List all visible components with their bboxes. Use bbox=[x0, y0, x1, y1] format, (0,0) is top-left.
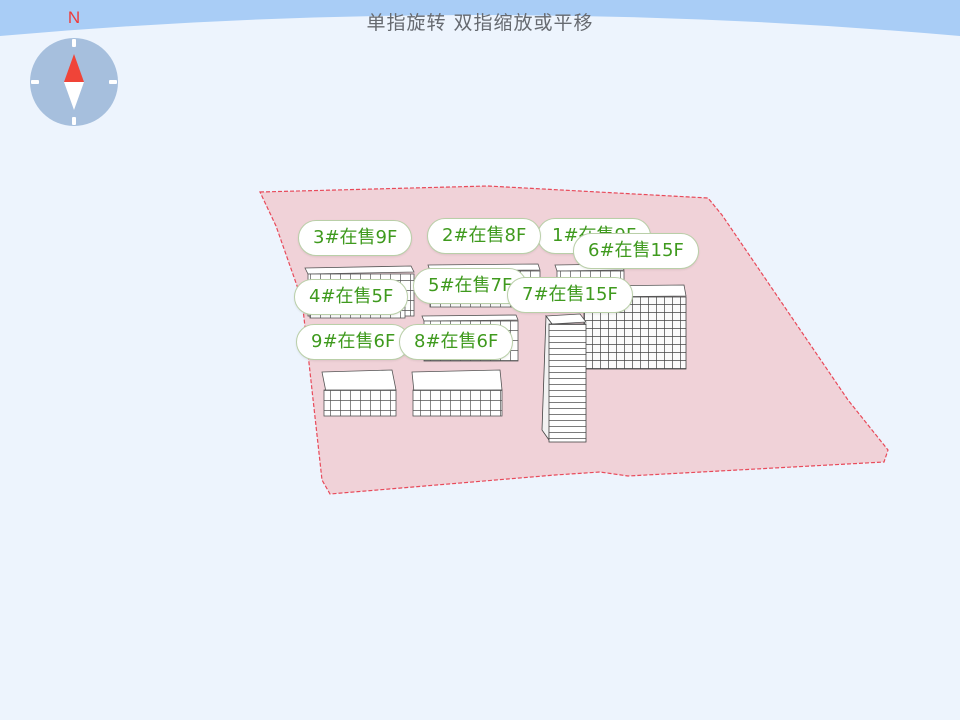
building-label-4[interactable]: 4#在售5F bbox=[294, 279, 409, 315]
building-7[interactable] bbox=[541, 313, 587, 443]
sky-band bbox=[0, 0, 960, 36]
building-9[interactable] bbox=[321, 369, 397, 417]
compass[interactable]: N bbox=[28, 8, 120, 130]
gesture-hint: 单指旋转 双指缩放或平移 bbox=[366, 12, 594, 34]
building-label-6[interactable]: 6#在售15F bbox=[573, 233, 699, 269]
building-label-9[interactable]: 9#在售6F bbox=[296, 324, 411, 360]
building-8[interactable] bbox=[411, 369, 503, 417]
building-label-3[interactable]: 3#在售9F bbox=[298, 220, 413, 256]
compass-north-label: N bbox=[67, 8, 81, 27]
compass-icon bbox=[30, 38, 118, 126]
building-label-7[interactable]: 7#在售15F bbox=[507, 277, 633, 313]
building-label-8[interactable]: 8#在售6F bbox=[399, 324, 514, 360]
building-label-2[interactable]: 2#在售8F bbox=[427, 218, 542, 254]
